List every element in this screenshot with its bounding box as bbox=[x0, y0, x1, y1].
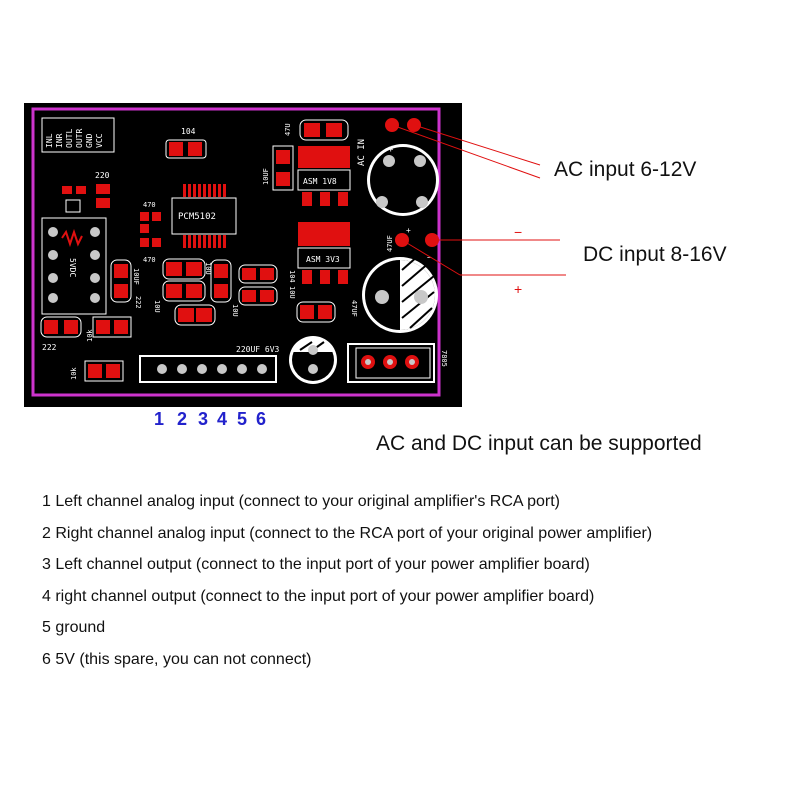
regulator-1v8 bbox=[297, 146, 351, 206]
label-outl: OUTL bbox=[65, 129, 74, 148]
pin-number-3: 3 bbox=[198, 409, 209, 429]
label-inr: INR bbox=[55, 133, 64, 148]
svg-text:−: − bbox=[427, 253, 432, 262]
label-10u-d: 10U bbox=[288, 286, 296, 299]
header-labels: INL INR OUTL OUTR GND VCC bbox=[41, 117, 115, 153]
ac-dc-support-note: AC and DC input can be supported bbox=[376, 432, 702, 455]
label-47uf: 47UF bbox=[350, 300, 358, 317]
dc-callout-lines bbox=[401, 239, 566, 276]
svg-text:+: + bbox=[406, 226, 411, 235]
dc-input-label: DC input 8-16V bbox=[583, 243, 727, 266]
label-220uf-6v3: 220UF 6V3 bbox=[236, 345, 280, 354]
smd-pad-vertical bbox=[272, 145, 294, 191]
ic-socket-5vdc bbox=[41, 217, 107, 315]
pin-number-2: 2 bbox=[177, 409, 188, 429]
pin-description-1: 1 Left channel analog input (connect to … bbox=[42, 493, 561, 510]
bridge-rectifier: + bbox=[367, 144, 439, 216]
pin-description-5: 5 ground bbox=[42, 619, 106, 637]
label-inl: INL bbox=[45, 133, 54, 148]
label-asm-3v3: ASM 3V3 bbox=[306, 255, 340, 264]
pcb-outline bbox=[31, 107, 441, 397]
label-gnd: GND bbox=[85, 133, 94, 148]
label-104-top: 104 bbox=[181, 127, 196, 136]
label-222-a: 222 bbox=[134, 296, 142, 309]
regulator-7805 bbox=[347, 343, 435, 383]
label-outr: OUTR bbox=[75, 129, 84, 148]
label-10u-c: 10U bbox=[231, 304, 239, 317]
ac-callout-lines bbox=[391, 124, 541, 179]
smd-pad-220 bbox=[62, 184, 110, 213]
smd-pad-group-middle bbox=[40, 258, 336, 382]
electrolytic-capacitor bbox=[362, 255, 438, 333]
label-47u: 47U bbox=[284, 123, 292, 136]
label-222-b: 222 bbox=[42, 343, 57, 352]
label-pcm5102: PCM5102 bbox=[178, 212, 216, 222]
label-104-mid: 104 bbox=[288, 270, 296, 283]
smd-pad-104 bbox=[165, 139, 207, 159]
pin-number-1: 1 bbox=[154, 409, 165, 429]
label-5vdc: 5VDC bbox=[68, 258, 77, 277]
small-electrolytic bbox=[289, 336, 337, 384]
label-10k-b: 10k bbox=[70, 367, 78, 380]
label-asm-1v8: ASM 1V8 bbox=[303, 177, 337, 186]
pin-number-4: 4 bbox=[217, 409, 228, 429]
label-470-a: 470 bbox=[143, 201, 156, 209]
smd-pad-470 bbox=[140, 212, 161, 247]
ac-input-label: AC input 6-12V bbox=[554, 158, 697, 181]
regulator-3v3 bbox=[297, 222, 351, 284]
pin-description-2: 2 Right channel analog input (connect to… bbox=[42, 524, 653, 542]
pin-number-6: 6 bbox=[256, 409, 267, 429]
svg-text:+: + bbox=[388, 145, 394, 155]
label-10uf-a: 10UF bbox=[262, 168, 270, 185]
pin-description-3: 3 Left channel output (connect to the in… bbox=[42, 556, 590, 574]
label-470-b: 470 bbox=[143, 256, 156, 264]
label-10k-a: 10k bbox=[86, 329, 94, 342]
label-47uf-side: 47UF bbox=[386, 235, 394, 252]
dc-minus-sign: − bbox=[514, 224, 522, 240]
output-header bbox=[139, 355, 277, 383]
label-10uf: 10UF bbox=[132, 268, 140, 285]
label-ac-in: AC IN bbox=[357, 139, 367, 166]
label-10u-b: 10U bbox=[204, 262, 212, 275]
pin-description-4: 4 right channel output (connect to the i… bbox=[42, 587, 595, 605]
pin-description-list: 1 Left channel analog input (connect to … bbox=[42, 490, 652, 680]
label-10u-a: 10U bbox=[153, 300, 161, 313]
label-7805: 7805 bbox=[440, 350, 448, 367]
pin-description-6: 6 5V (this spare, you can not connect) bbox=[42, 650, 312, 668]
dc-plus-sign: + bbox=[514, 281, 522, 297]
label-220: 220 bbox=[95, 171, 110, 180]
pin-number-5: 5 bbox=[237, 409, 248, 429]
pcm5102-chip bbox=[171, 184, 237, 248]
label-vcc: VCC bbox=[95, 133, 104, 148]
smd-pad-47u bbox=[299, 119, 349, 141]
